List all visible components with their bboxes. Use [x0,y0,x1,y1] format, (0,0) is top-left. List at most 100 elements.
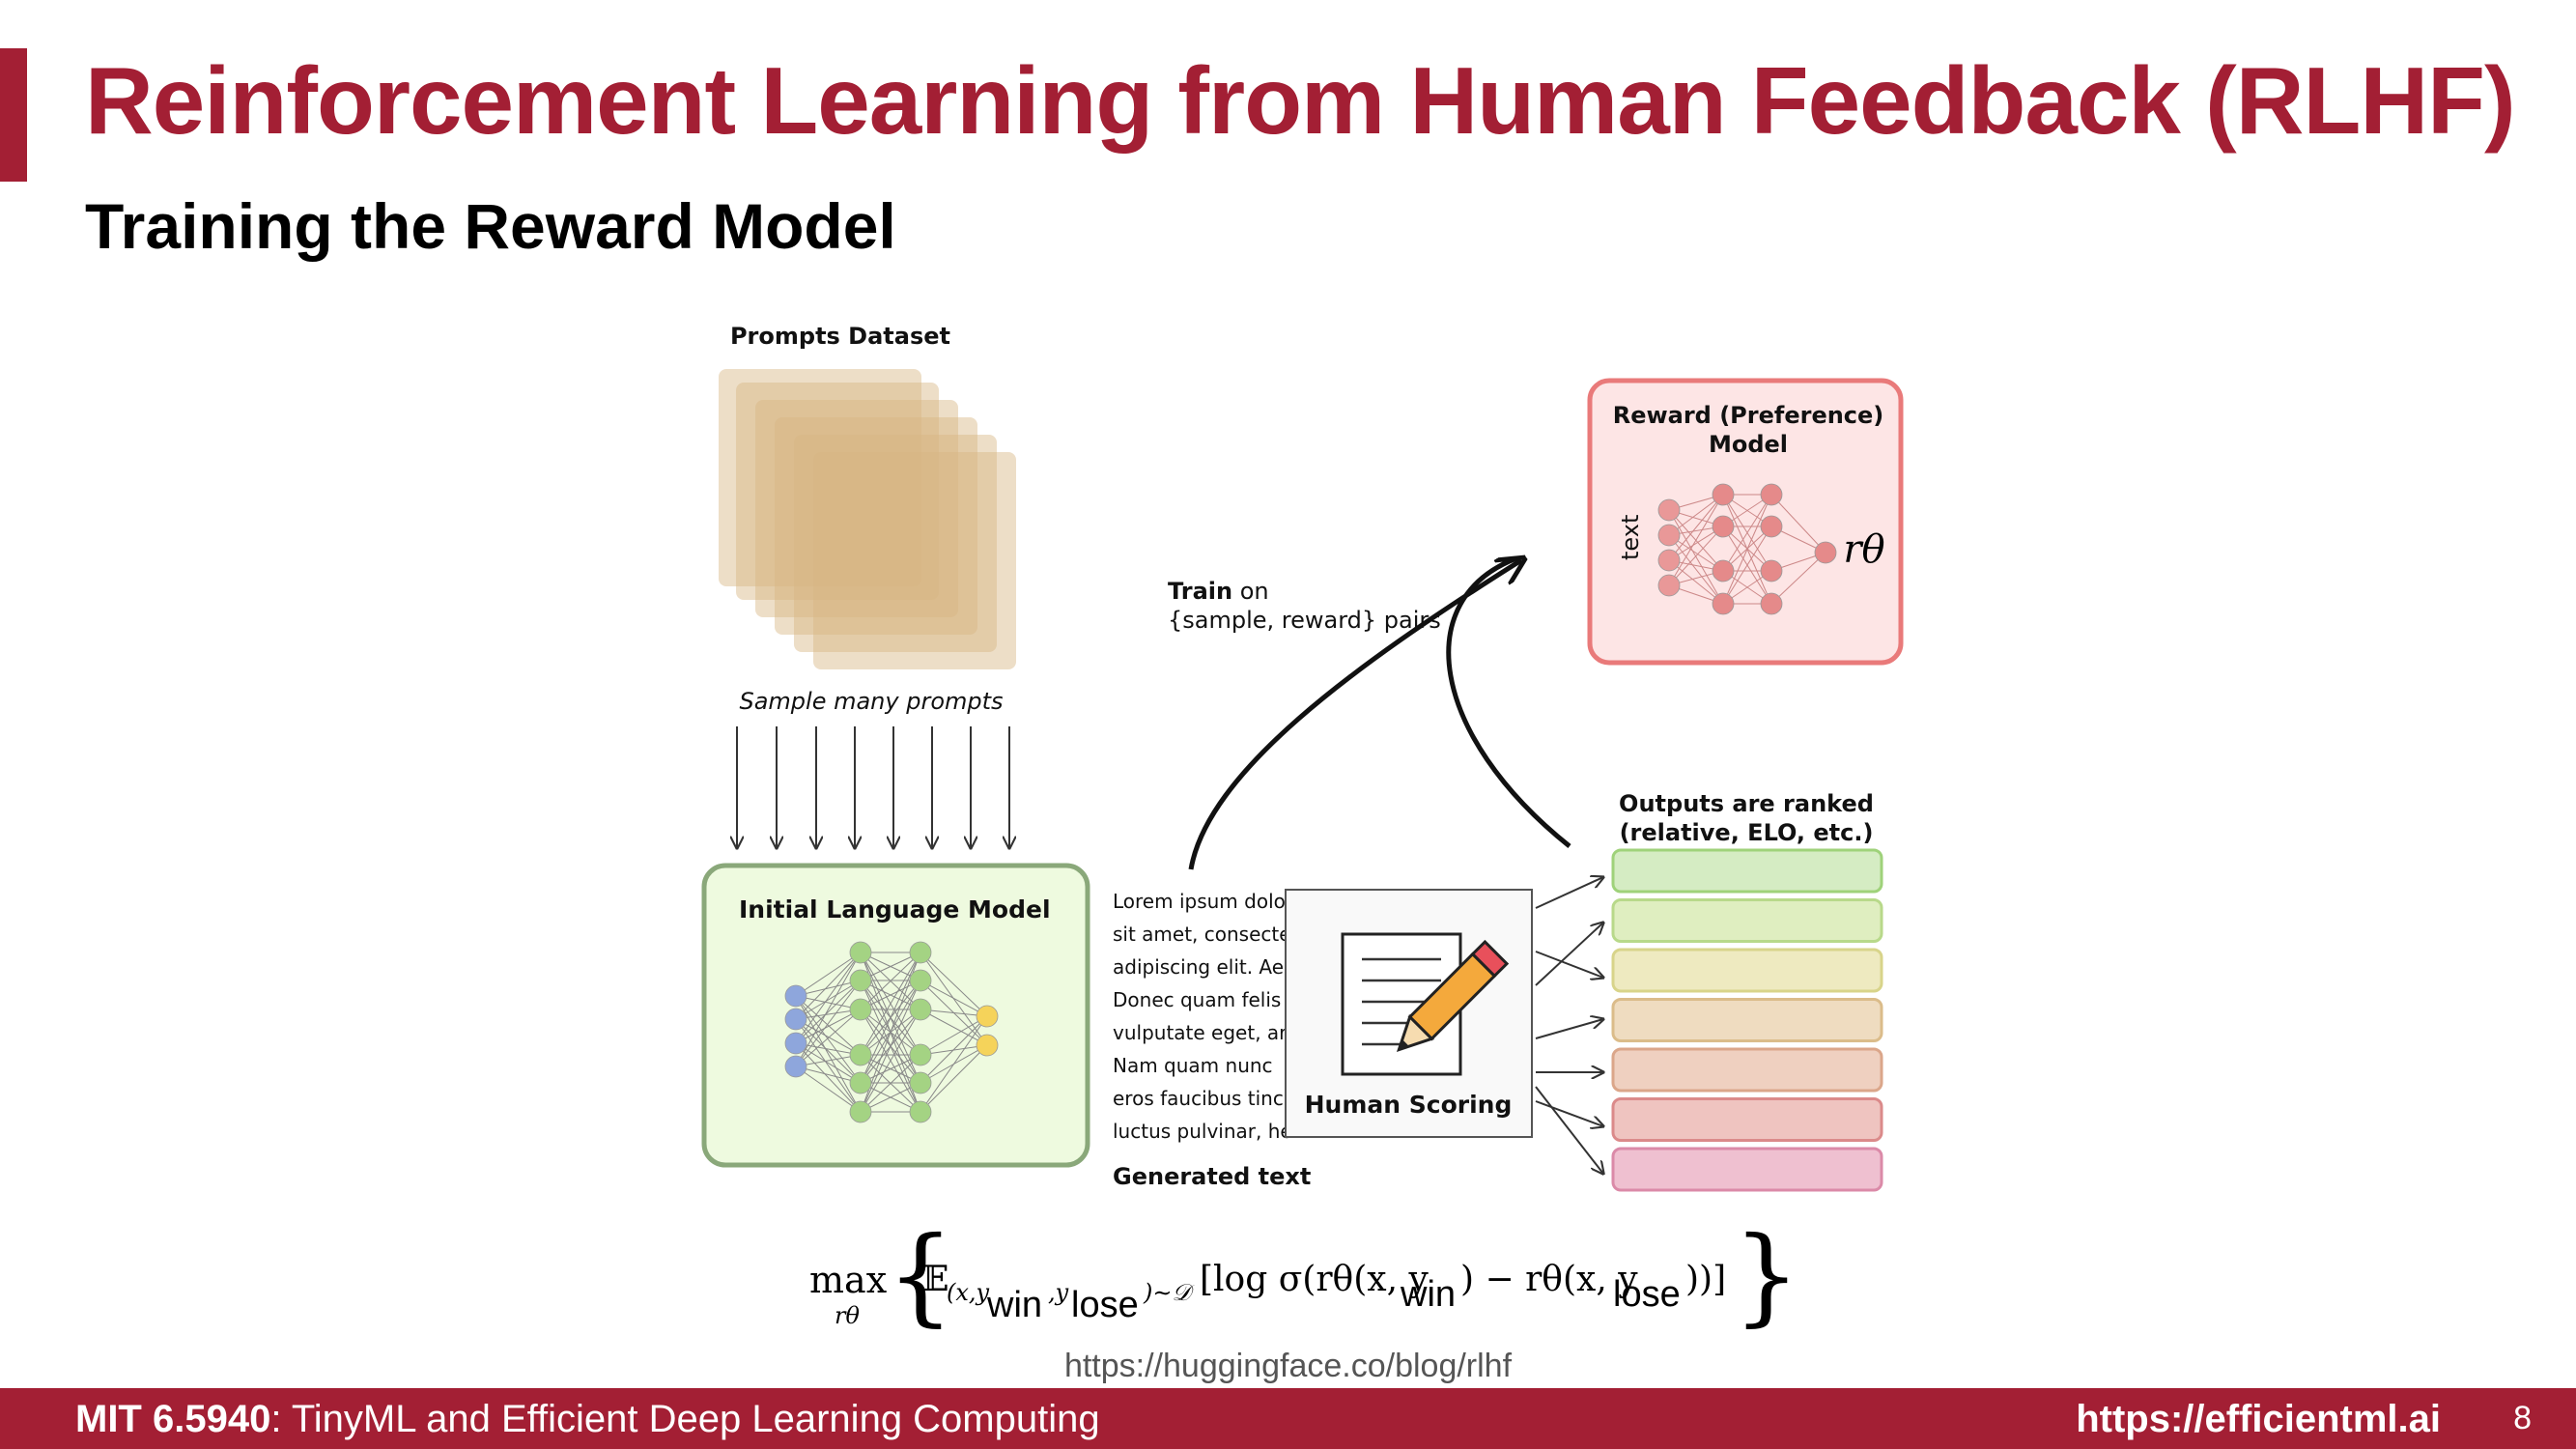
network-edge [795,1065,862,1084]
network-node [909,1100,932,1123]
reward-input-label: text [1617,515,1644,560]
formula-bracket: [log σ(rθ(x, y [1200,1260,1429,1299]
generated-text-line: sit amet, consectet [1113,923,1299,946]
network-edge [795,1065,862,1113]
ranked-output-bar [1611,1147,1883,1192]
reward-network-icon [1657,483,1837,615]
generated-text-line: vulputate eget, arc [1113,1021,1297,1044]
network-node [1760,515,1783,538]
network-edge [795,952,862,1067]
generated-text-line: eros faucibus tincic [1113,1087,1299,1110]
train-on-sublabel: {sample, reward} pairs [1168,607,1441,634]
formula-max-sub: rθ [835,1302,860,1329]
formula-lose-2: lose [1613,1274,1681,1315]
network-node [1760,559,1783,582]
network-edge [795,952,862,997]
network-node [1712,483,1735,506]
sample-caption: Sample many prompts [739,688,1003,715]
network-edge [1668,494,1724,586]
network-node [909,969,932,992]
network-edge [920,1015,988,1113]
network-node [849,998,872,1021]
network-edge [1722,494,1772,572]
generated-text-line: adipiscing elit. Aen [1113,955,1296,979]
loss-formula: max rθ { 𝔼 (x,y win ,y lose )∼𝒟 [log σ(r… [809,1213,1800,1337]
citation-link[interactable]: https://huggingface.co/blog/rlhf [1063,1348,1513,1384]
network-edge [795,995,862,1010]
reward-model-label: Reward (Preference) [1613,402,1884,429]
page-number: 8 [2513,1400,2532,1436]
formula-close: ))] [1685,1260,1726,1299]
network-edge [860,952,921,1056]
train-arrow [1188,560,1521,870]
network-node [1657,574,1681,597]
network-edge [1668,559,1724,605]
network-edge [920,1015,988,1056]
ranked-output-bar [1611,1047,1883,1093]
network-edge [860,952,921,981]
network-edge [1668,526,1724,586]
accent-bar [0,48,27,182]
formula-max: max [809,1259,887,1301]
network-edge [860,980,921,1010]
document-pencil-icon [1341,932,1510,1076]
prompts-dataset-label: Prompts Dataset [730,323,950,350]
network-node [1657,549,1681,572]
lm-network-icon [784,941,999,1123]
network-node [909,1043,932,1066]
ranked-output-bar [1611,848,1883,894]
network-node [784,1008,807,1031]
network-edge [795,1042,862,1113]
formula-minus: ) − rθ(x, y [1460,1260,1638,1299]
network-edge [920,1009,988,1046]
network-edge [1722,494,1772,605]
network-edge [860,1054,921,1113]
footer-course-code: MIT 6.5940 [75,1398,271,1440]
network-edge [795,980,862,997]
network-edge [795,995,862,1113]
ranked-output-bar [1611,898,1883,943]
network-edge [795,1009,862,1067]
ranking-to-reward-arrow [1446,555,1571,848]
generated-text-label: Generated text [1113,1163,1311,1190]
network-node [1657,498,1681,522]
network-edge [795,1018,862,1084]
network-node [849,1100,872,1123]
rlhf-diagram: Prompts Dataset Sample many prompts Init… [701,323,1904,1337]
network-edge [795,952,862,1044]
network-edge [860,1009,921,1113]
outputs-ranked-label: Outputs are ranked [1619,790,1874,817]
network-node [976,1005,999,1028]
initial-lm-label: Initial Language Model [739,895,1051,923]
network-edge [795,1009,862,1044]
generated-text-line: Lorem ipsum dolor [1113,890,1294,913]
formula-win: win [986,1285,1042,1325]
network-edge [795,980,862,1067]
initial-lm-box [701,863,1090,1168]
network-node [1760,483,1783,506]
network-node [1814,541,1837,564]
network-edge [860,952,921,1084]
sample-arrows [737,726,1009,848]
ranked-output-bar [1611,998,1883,1042]
network-edge [795,980,862,1020]
network-edge [920,1015,988,1084]
formula-right-brace: } [1733,1213,1800,1337]
network-node [1657,524,1681,547]
footer-url[interactable]: https://efficientml.ai [2076,1398,2441,1440]
network-edge [1770,552,1826,605]
network-edge [920,952,988,1017]
network-edge [1668,534,1724,605]
footer-course: MIT 6.5940: TinyML and Efficient Deep Le… [75,1398,1100,1441]
ranked-output-bar [1611,948,1883,993]
network-node [976,1034,999,1057]
network-edge [920,1044,988,1113]
network-edge [1722,526,1772,605]
network-edge [1668,494,1724,536]
network-node [1712,592,1735,615]
formula-dist: )∼𝒟 [1143,1279,1195,1306]
formula-sub-y: ,y [1048,1279,1069,1306]
formula-lose: lose [1071,1285,1139,1325]
page-subtitle: Training the Reward Model [85,190,896,262]
network-edge [795,995,862,1056]
